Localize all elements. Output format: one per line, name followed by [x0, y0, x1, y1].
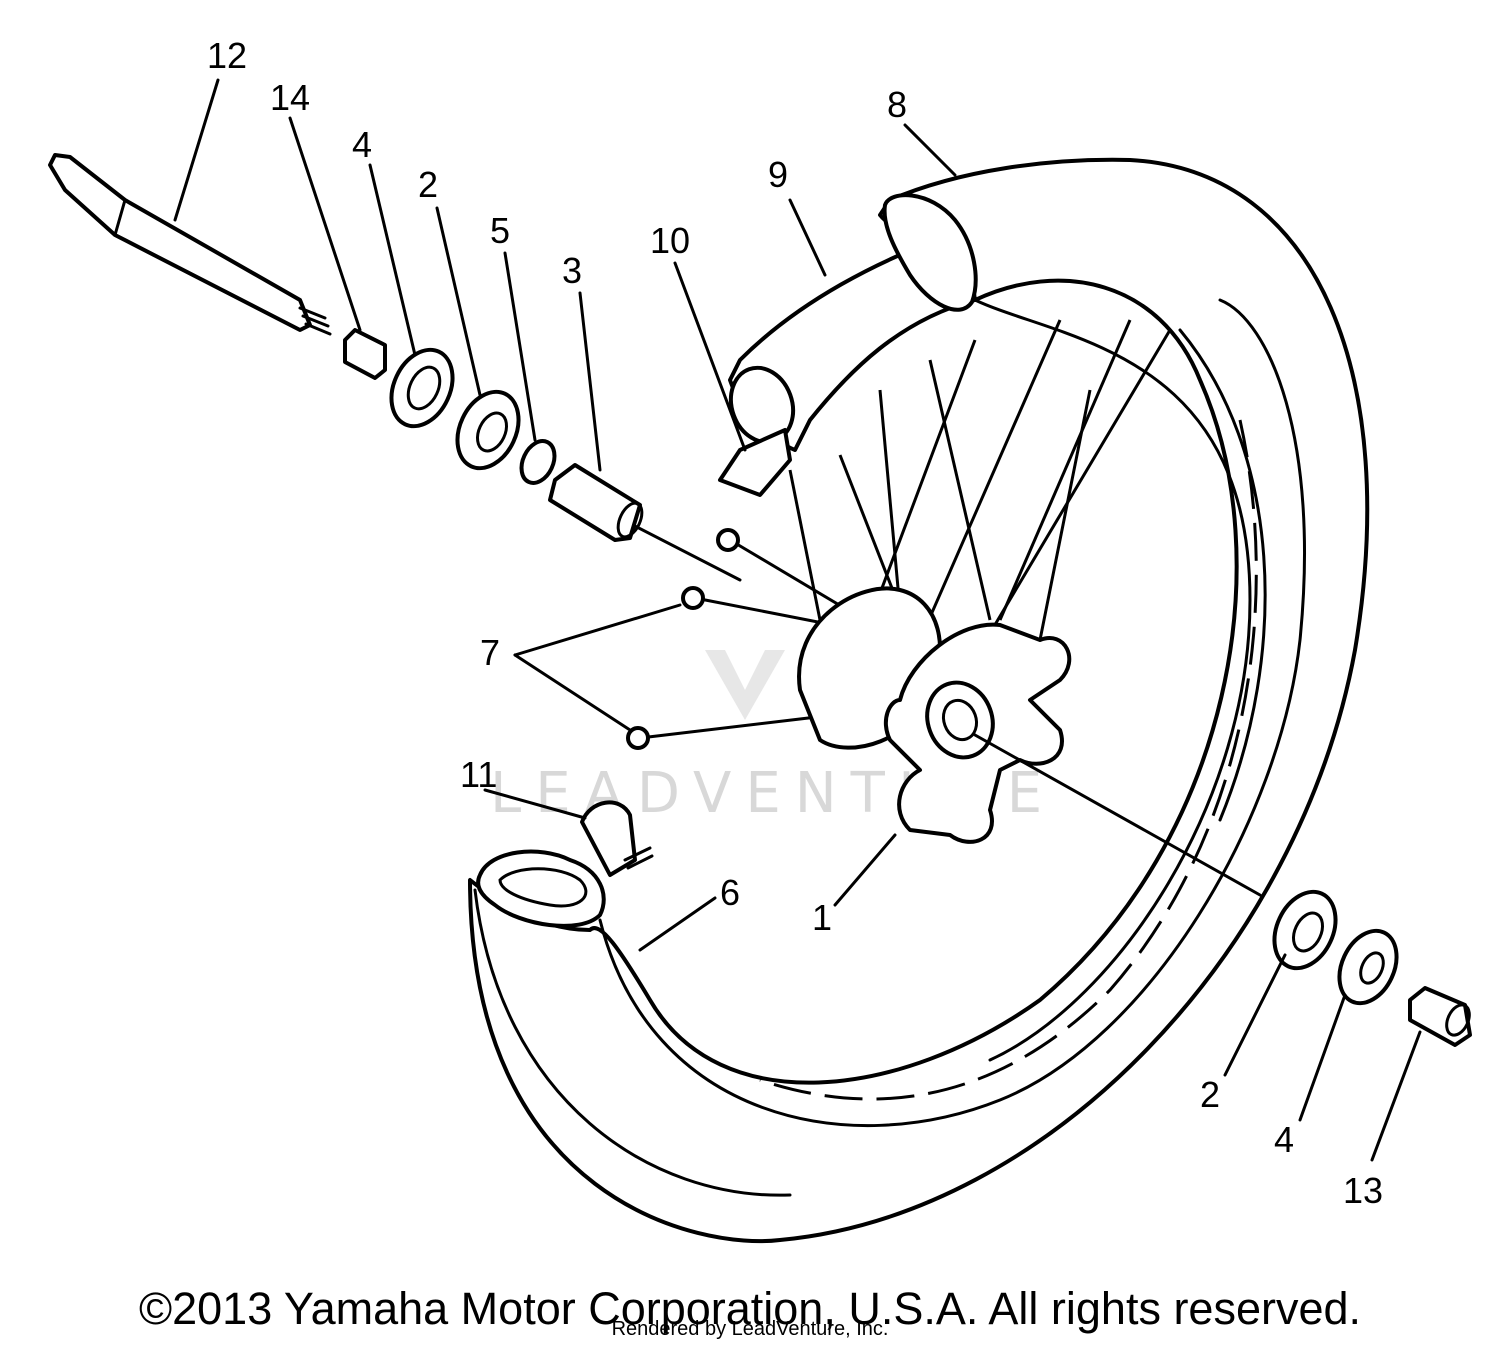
callout-5: 5 [490, 210, 510, 251]
collar-right [1408, 986, 1472, 1047]
spacer [548, 463, 642, 542]
tube-end [882, 193, 978, 312]
watermark-logo [705, 650, 785, 720]
axle-centerline-right [973, 733, 1262, 897]
callout-12: 12 [207, 35, 247, 76]
callout-3: 3 [562, 250, 582, 291]
callout-4-right: 4 [1274, 1119, 1294, 1160]
tire-tread-dashes [759, 419, 1258, 1101]
callout-2-left: 2 [418, 164, 438, 205]
callout-9: 9 [768, 154, 788, 195]
copyright-notice: ©2013 Yamaha Motor Corporation, U.S.A. A… [138, 1283, 1362, 1334]
callout-14: 14 [270, 77, 310, 118]
callout-2-right: 2 [1200, 1074, 1220, 1115]
callout-7: 7 [480, 632, 500, 673]
callout-1: 1 [812, 897, 832, 938]
callout-10: 10 [650, 220, 690, 261]
callout-6: 6 [720, 872, 740, 913]
valve [718, 428, 792, 497]
axle [48, 153, 332, 336]
spokes [626, 319, 1172, 750]
callout-11: 11 [460, 754, 497, 795]
hub [797, 586, 1072, 844]
rendered-by-notice: Rendered by LeadVenture, Inc. [611, 1318, 889, 1340]
axle-centerline-left [631, 523, 742, 582]
valve-cap [580, 800, 637, 877]
leader-lines [173, 78, 1422, 1162]
callout-8: 8 [887, 84, 907, 125]
collar-left [343, 328, 387, 380]
tube [476, 849, 606, 928]
oil-seal-right [1337, 928, 1399, 1006]
oil-seal-left [389, 347, 455, 429]
bearing-right [1272, 889, 1338, 971]
callout-4-left: 4 [352, 124, 372, 165]
bearing-left [455, 389, 521, 471]
circlip [519, 439, 557, 485]
callout-13: 13 [1343, 1170, 1383, 1211]
